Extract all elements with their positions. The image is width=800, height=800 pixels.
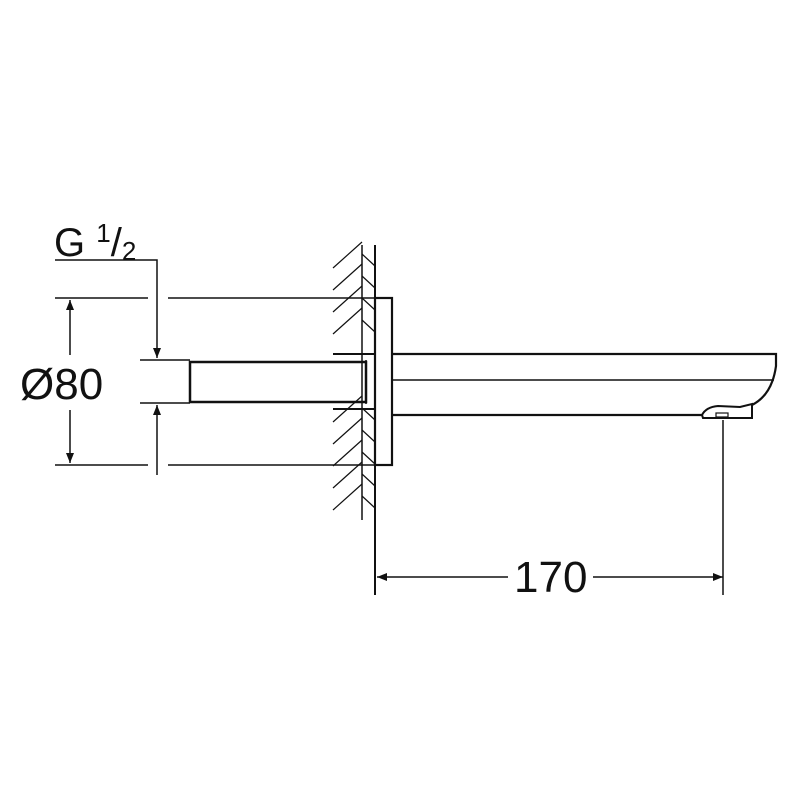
thread-dimension — [55, 259, 161, 475]
hatch-line — [332, 241, 363, 269]
hatch-line — [361, 429, 376, 443]
wall-flange — [373, 296, 394, 467]
hatch-line — [361, 473, 376, 487]
hatch-line — [361, 319, 376, 333]
hatch-line — [361, 451, 376, 465]
length-label: 170 — [508, 553, 594, 603]
diameter-dimension — [55, 297, 375, 466]
hatch-line — [332, 461, 363, 489]
thread-numerator: 1 — [96, 218, 111, 248]
diameter-label: Ø80 — [20, 360, 104, 409]
thread-size-label: G 1/2 — [54, 218, 136, 267]
hatch-line — [332, 285, 363, 313]
connection-pipe — [188, 353, 375, 410]
hatch-line — [332, 307, 363, 335]
hatch-line — [332, 439, 363, 467]
hatch-line — [332, 417, 363, 445]
thread-slash: / — [110, 221, 122, 265]
thread-letter: G — [54, 221, 86, 265]
hatch-line — [361, 297, 376, 311]
wall-section — [332, 241, 376, 595]
hatch-line — [361, 495, 376, 509]
thread-denominator: 2 — [121, 236, 137, 266]
hatch-line — [332, 263, 363, 291]
hatch-line — [332, 483, 363, 511]
hatch-line — [361, 253, 376, 267]
hatch-line — [361, 275, 376, 289]
spout — [392, 352, 778, 419]
